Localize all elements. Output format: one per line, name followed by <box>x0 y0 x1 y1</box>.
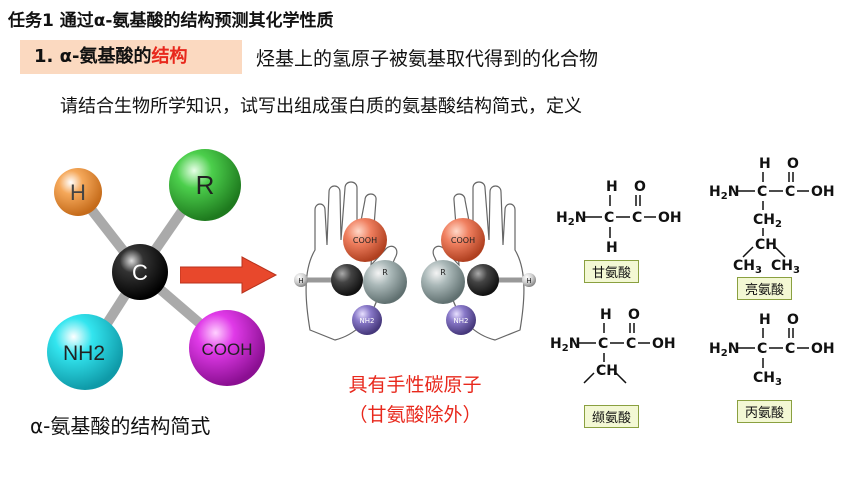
right-cooh-label: COOH <box>451 236 475 245</box>
arrow-right-icon <box>180 256 278 294</box>
left-hand-outline <box>305 181 398 341</box>
left-h-ball <box>294 273 308 287</box>
svg-text:OH: OH <box>652 336 676 352</box>
r-group-ball <box>169 149 241 221</box>
ball-stick-model: H R C NH2 COOH <box>47 149 265 390</box>
right-r-ball <box>421 260 465 304</box>
right-nh2-ball <box>446 305 476 335</box>
svg-text:C: C <box>785 184 795 200</box>
right-hand-outline <box>432 181 525 341</box>
svg-text:H: H <box>606 240 618 256</box>
right-h-label: H <box>526 277 531 285</box>
right-h-ball <box>522 273 536 287</box>
definition-text: 烃基上的氢原子被氨基取代得到的化合物 <box>256 48 599 70</box>
svg-text:O: O <box>787 312 799 328</box>
cooh-label: COOH <box>202 340 253 359</box>
svg-text:H: H <box>759 312 771 328</box>
right-nh2-label: NH2 <box>454 317 469 325</box>
svg-text:H: H <box>606 179 618 195</box>
svg-text:H2N: H2N <box>550 336 580 354</box>
leucine-label: 亮氨酸 <box>737 277 793 300</box>
chirality-note-line1: 具有手性碳原子 <box>348 374 482 396</box>
svg-text:CH3: CH3 <box>733 258 762 275</box>
hands-mirror-model: COOH R NH2 H COOH R NH2 H <box>294 181 536 341</box>
svg-text:CH: CH <box>596 363 618 379</box>
left-r-label: R <box>382 268 388 277</box>
svg-text:H2N: H2N <box>556 210 586 228</box>
nh2-label: NH2 <box>63 342 105 365</box>
svg-text:OH: OH <box>658 210 682 226</box>
nh2-ball <box>47 314 123 390</box>
svg-text:O: O <box>634 179 646 195</box>
svg-text:C: C <box>598 336 608 352</box>
glycine-label: 甘氨酸 <box>584 260 640 283</box>
svg-text:C: C <box>626 336 636 352</box>
section-heading: 1. α-氨基酸的结构 <box>20 40 242 74</box>
svg-text:CH3: CH3 <box>771 258 800 275</box>
svg-text:C: C <box>785 341 795 357</box>
chirality-note-line2: （甘氨酸除外） <box>348 404 482 426</box>
left-h-label: H <box>298 277 303 285</box>
svg-text:OH: OH <box>811 341 835 357</box>
valine-formula: H O H2N C C OH CH <box>550 307 676 384</box>
right-r-label: R <box>440 268 446 277</box>
section-heading-prefix: 1. α-氨基酸的 <box>34 46 152 67</box>
h-atom-ball <box>54 168 102 216</box>
svg-text:H: H <box>759 156 771 172</box>
left-nh2-label: NH2 <box>360 317 375 325</box>
svg-text:O: O <box>628 307 640 323</box>
svg-text:CH3: CH3 <box>753 370 782 388</box>
task-title: 任务1 通过α-氨基酸的结构预测其化学性质 <box>8 11 334 31</box>
c-atom-ball <box>112 244 168 300</box>
valine-label: 缬氨酸 <box>584 405 640 428</box>
left-r-ball <box>363 260 407 304</box>
svg-text:C: C <box>757 184 767 200</box>
left-nh2-ball <box>352 305 382 335</box>
right-c-ball <box>467 264 499 296</box>
svg-text:C: C <box>757 341 767 357</box>
instruction-text: 请结合生物所学知识，试写出组成蛋白质的氨基酸结构简式，定义 <box>60 96 582 117</box>
svg-text:O: O <box>787 156 799 172</box>
section-heading-highlight: 结构 <box>151 46 188 67</box>
h-label: H <box>70 180 86 205</box>
left-cooh-ball <box>343 218 387 262</box>
glycine-formula: H O H2N C C OH H <box>556 179 682 256</box>
alanine-formula: H O H2N C C OH CH3 <box>709 312 835 388</box>
leucine-formula: H O H2N C C OH CH2 CH CH3 CH3 <box>709 156 835 275</box>
svg-text:H2N: H2N <box>709 341 739 359</box>
right-cooh-ball <box>441 218 485 262</box>
left-c-ball <box>331 264 363 296</box>
c-label: C <box>132 260 148 285</box>
ball-model-caption: α-氨基酸的结构简式 <box>30 414 211 438</box>
svg-text:CH: CH <box>755 237 777 253</box>
svg-text:C: C <box>632 210 642 226</box>
left-cooh-label: COOH <box>353 236 377 245</box>
r-label: R <box>196 170 215 200</box>
svg-text:H2N: H2N <box>709 184 739 202</box>
svg-text:C: C <box>604 210 614 226</box>
alanine-label: 丙氨酸 <box>737 400 793 423</box>
svg-text:H: H <box>600 307 612 323</box>
svg-text:OH: OH <box>811 184 835 200</box>
svg-text:CH2: CH2 <box>753 212 782 230</box>
cooh-ball <box>189 310 265 386</box>
